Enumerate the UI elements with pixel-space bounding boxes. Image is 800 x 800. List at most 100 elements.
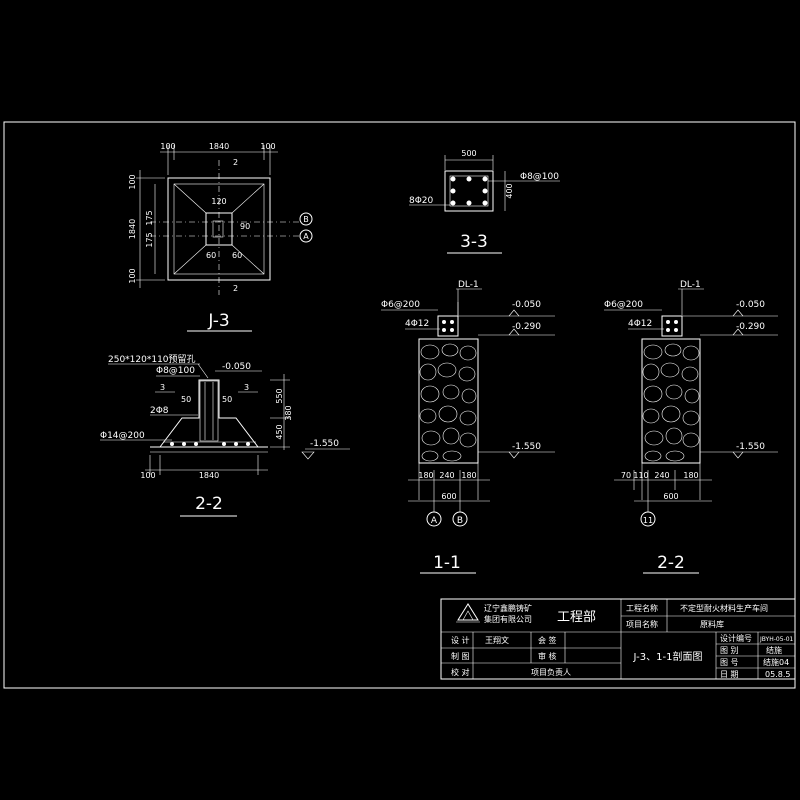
date: 05.8.5 [765, 670, 790, 679]
s22a-elev-bottom: -1.550 [310, 439, 339, 449]
design-no: JBYH-05-01 [759, 636, 794, 643]
s33-rebar-left: 8Φ20 [409, 196, 434, 206]
s33-dim-top: 500 [461, 149, 476, 158]
design-label: 设 计 [451, 635, 470, 645]
item-name-label: 项目名称 [626, 619, 658, 629]
s22b-axis-bubble [640, 511, 656, 527]
s22a-dim-right-2: 380 [284, 405, 293, 420]
s11-dim-2: 240 [439, 471, 454, 480]
j3-dim-top-left: 100 [160, 142, 175, 151]
leader-label: 项目负责人 [531, 667, 571, 677]
s11-beam: DL-1 [458, 280, 479, 290]
drawing-no-label: 图 号 [720, 658, 739, 667]
section-1-1: DL-1 Φ6@200 4Φ12 -0.050 -0.290 -1.550 18… [381, 280, 555, 574]
s22a-tick-right: 3 [244, 383, 249, 392]
j3-dim-top-mid: 1840 [209, 142, 229, 151]
section-2-2-right: DL-1 Φ6@200 4Φ12 -0.050 -0.290 -1.550 70… [604, 280, 778, 574]
j3-dim-inner-top: 120 [211, 197, 226, 206]
s11-axis-bubble-b [452, 511, 468, 527]
s22a-rebar-side: 2Φ8 [150, 406, 169, 416]
s22b-axis: 11 [643, 516, 653, 525]
j3-title: J-3 [207, 311, 229, 331]
review-label: 审 核 [538, 651, 557, 661]
s22a-note-hole: 250*120*110预留孔 [108, 353, 196, 365]
drawing-cat-label: 图 别 [720, 646, 739, 655]
drawing-title: J-3、1-1剖面图 [633, 650, 703, 663]
s33-outline [444, 170, 494, 212]
axis-label-b: B [303, 215, 309, 224]
sign-label: 会 签 [538, 635, 557, 645]
s22b-title: 2-2 [657, 553, 685, 573]
design-no-label: 设计编号 [720, 633, 752, 643]
j3-dim-left-top: 100 [128, 174, 137, 189]
s22a-rebar-top: Φ8@100 [156, 366, 195, 376]
drawing-no: 结施04 [763, 657, 789, 667]
project-name-label: 工程名称 [626, 603, 658, 613]
s11-axis-b: B [457, 516, 463, 526]
j3-hole [212, 220, 224, 238]
s11-rebar-main: 4Φ12 [405, 319, 429, 329]
s11-axis-bubble-a [426, 511, 442, 527]
s11-rebar-stirrup: Φ6@200 [381, 300, 420, 310]
s22b-dim-total: 600 [663, 492, 678, 501]
s22a-title: 2-2 [195, 494, 223, 514]
drawing-cat: 结施 [766, 645, 782, 655]
s22b-dim-1: 70 [621, 471, 631, 480]
s22b-dim-3: 240 [654, 471, 669, 480]
company-line-2: 集团有限公司 [484, 614, 532, 624]
j3-dim-inner-right: 90 [240, 222, 250, 231]
s11-title: 1-1 [433, 553, 461, 573]
j3-dim-top-right: 100 [260, 142, 275, 151]
s11-elev-1: -0.050 [512, 300, 541, 310]
draw-label: 制 图 [451, 651, 470, 661]
s22a-dim-right-3: 450 [275, 424, 284, 439]
axis-bubble-b [299, 212, 313, 226]
check-label: 校 对 [451, 667, 470, 677]
title-block: 辽宁鑫鹏铸矿 集团有限公司 工程部 工程名称 不定型耐火材料生产车间 项目名称 … [440, 598, 796, 680]
j3-dim-inner-bottom-2: 60 [232, 251, 242, 260]
dept-name: 工程部 [557, 610, 596, 625]
company-logo [456, 603, 480, 623]
s22b-dim-4: 180 [683, 471, 698, 480]
j3-dim-left-inner-2: 175 [145, 232, 154, 247]
s22a-footing [158, 379, 260, 448]
s22a-dim-mid-right: 50 [222, 395, 232, 404]
s11-axis-a: A [431, 516, 438, 526]
s11-dim-3: 180 [461, 471, 476, 480]
s11-dim-1: 180 [418, 471, 433, 480]
s22a-dim-mid-left: 50 [181, 395, 191, 404]
drawing-frame [3, 121, 796, 689]
s22a-dim-right-1: 550 [275, 388, 284, 403]
section-2-2-left: 250*120*110预留孔 Φ8@100 -0.050 2Φ8 Φ14@200… [100, 353, 350, 517]
designer-name: 王翔文 [485, 635, 509, 645]
company-line-1: 辽宁鑫鹏铸矿 [484, 603, 532, 613]
s33-dim-right: 400 [505, 183, 514, 198]
j3-dim-left-bottom: 100 [128, 268, 137, 283]
s22b-beam: DL-1 [680, 280, 701, 290]
j3-dim-left-mid: 1840 [128, 219, 137, 239]
s11-elev-2: -0.290 [512, 322, 541, 332]
s22b-dim-2: 110 [633, 471, 648, 480]
j3-dim-left-inner-1: 175 [145, 210, 154, 225]
s22a-dim-bottom-left: 100 [140, 471, 155, 480]
j3-dim-inner-bottom-1: 60 [206, 251, 216, 260]
axis-bubble-a [299, 229, 313, 243]
s11-dim-total: 600 [441, 492, 456, 501]
s33-title: 3-3 [460, 232, 488, 252]
date-label: 日 期 [720, 670, 739, 679]
s22a-dim-bottom-mid: 1840 [199, 471, 219, 480]
j3-plan: B A 100 1840 100 2 2 100 1840 100 175 17… [128, 142, 313, 332]
s22b-elev-2: -0.290 [736, 322, 765, 332]
s33-rebar-right: Φ8@100 [520, 172, 559, 182]
axis-label-a: A [303, 232, 309, 241]
s22a-elev-top: -0.050 [222, 362, 251, 372]
j3-section-mark-bottom: 2 [233, 284, 238, 293]
item-name: 原料库 [700, 619, 724, 629]
s22b-elev-3: -1.550 [736, 442, 765, 452]
s11-elev-3: -1.550 [512, 442, 541, 452]
s22a-rebar-bottom: Φ14@200 [100, 431, 145, 441]
section-3-3: 500 400 Φ8@100 8Φ20 3-3 [409, 149, 560, 254]
s22b-elev-1: -0.050 [736, 300, 765, 310]
project-name: 不定型耐火材料生产车间 [680, 603, 768, 613]
